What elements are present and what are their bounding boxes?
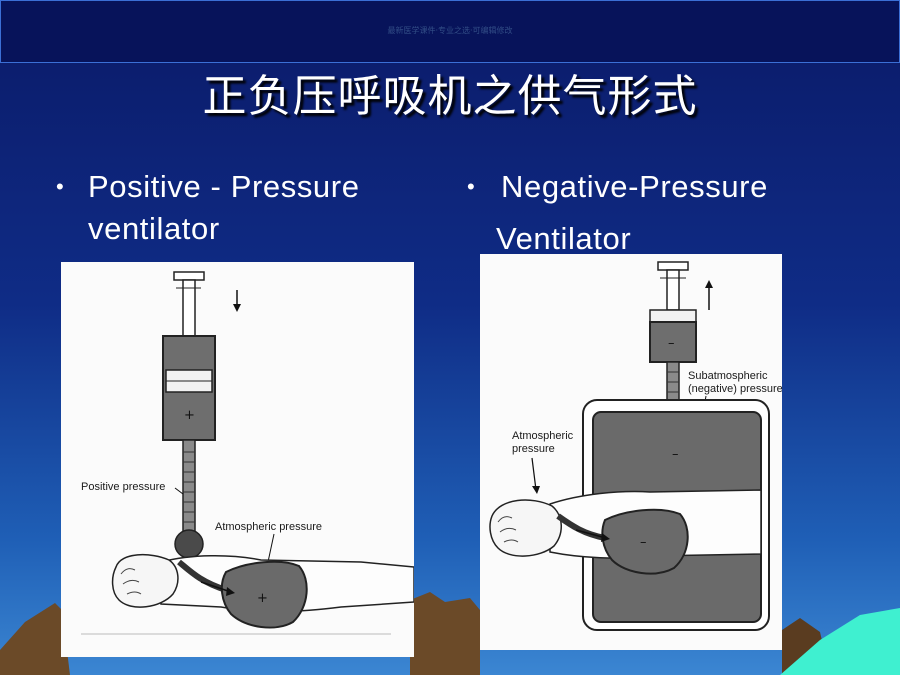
subatmospheric-label-line1: Subatmospheric xyxy=(688,370,768,382)
airflow-arrow-icon xyxy=(575,529,610,542)
bullet-line-2: ventilator xyxy=(88,211,220,246)
patient-head xyxy=(489,499,562,557)
plunger-rod xyxy=(666,269,680,311)
piston xyxy=(649,309,697,323)
atmospheric-pressure-label: Atmospheric pressure xyxy=(215,521,322,533)
sea xyxy=(780,608,900,675)
atmospheric-arrow-icon xyxy=(531,457,540,494)
plunger-handle xyxy=(173,271,205,281)
lung-sign: – xyxy=(640,535,647,550)
header-bar: 最新医学课件·专业之选·可编辑修改 xyxy=(0,0,900,63)
lung xyxy=(220,560,308,629)
cylinder-sign: + xyxy=(184,408,195,423)
atmospheric-label-line2: pressure xyxy=(512,443,555,455)
lung xyxy=(601,508,689,575)
subatmospheric-label-line2: (negative) pressure xyxy=(688,383,782,395)
diagram-positive-pressure: + Positive pressure Atmospheric pressure… xyxy=(61,262,414,657)
bullet-dot: • xyxy=(467,174,476,199)
lung-sign: + xyxy=(257,591,268,606)
up-arrow-icon xyxy=(705,280,713,310)
atmospheric-label-line1: Atmospheric xyxy=(512,430,574,442)
mountain-left xyxy=(0,603,70,675)
diagram-negative-pressure: – Subatmospheric (negative) pressure – – xyxy=(480,254,782,650)
cylinder-sign: – xyxy=(668,336,675,351)
bullet-line-1: Positive - Pressure xyxy=(88,169,360,204)
bullet-line-1: Negative-Pressure xyxy=(501,169,768,204)
patient-head xyxy=(111,553,179,608)
bullet-dot: • xyxy=(56,174,65,199)
bullet-line-2: Ventilator xyxy=(496,221,632,256)
positive-pressure-label: Positive pressure xyxy=(81,481,165,493)
plunger-handle xyxy=(657,261,689,271)
mask xyxy=(174,529,204,559)
slide-title: 正负压呼吸机之供气形式 xyxy=(202,71,698,122)
down-arrow-icon xyxy=(233,290,241,312)
header-note: 最新医学课件·专业之选·可编辑修改 xyxy=(387,26,513,35)
mountain-center xyxy=(410,592,480,675)
tank-sign: – xyxy=(672,447,679,462)
airflow-arrow-icon xyxy=(200,581,235,596)
